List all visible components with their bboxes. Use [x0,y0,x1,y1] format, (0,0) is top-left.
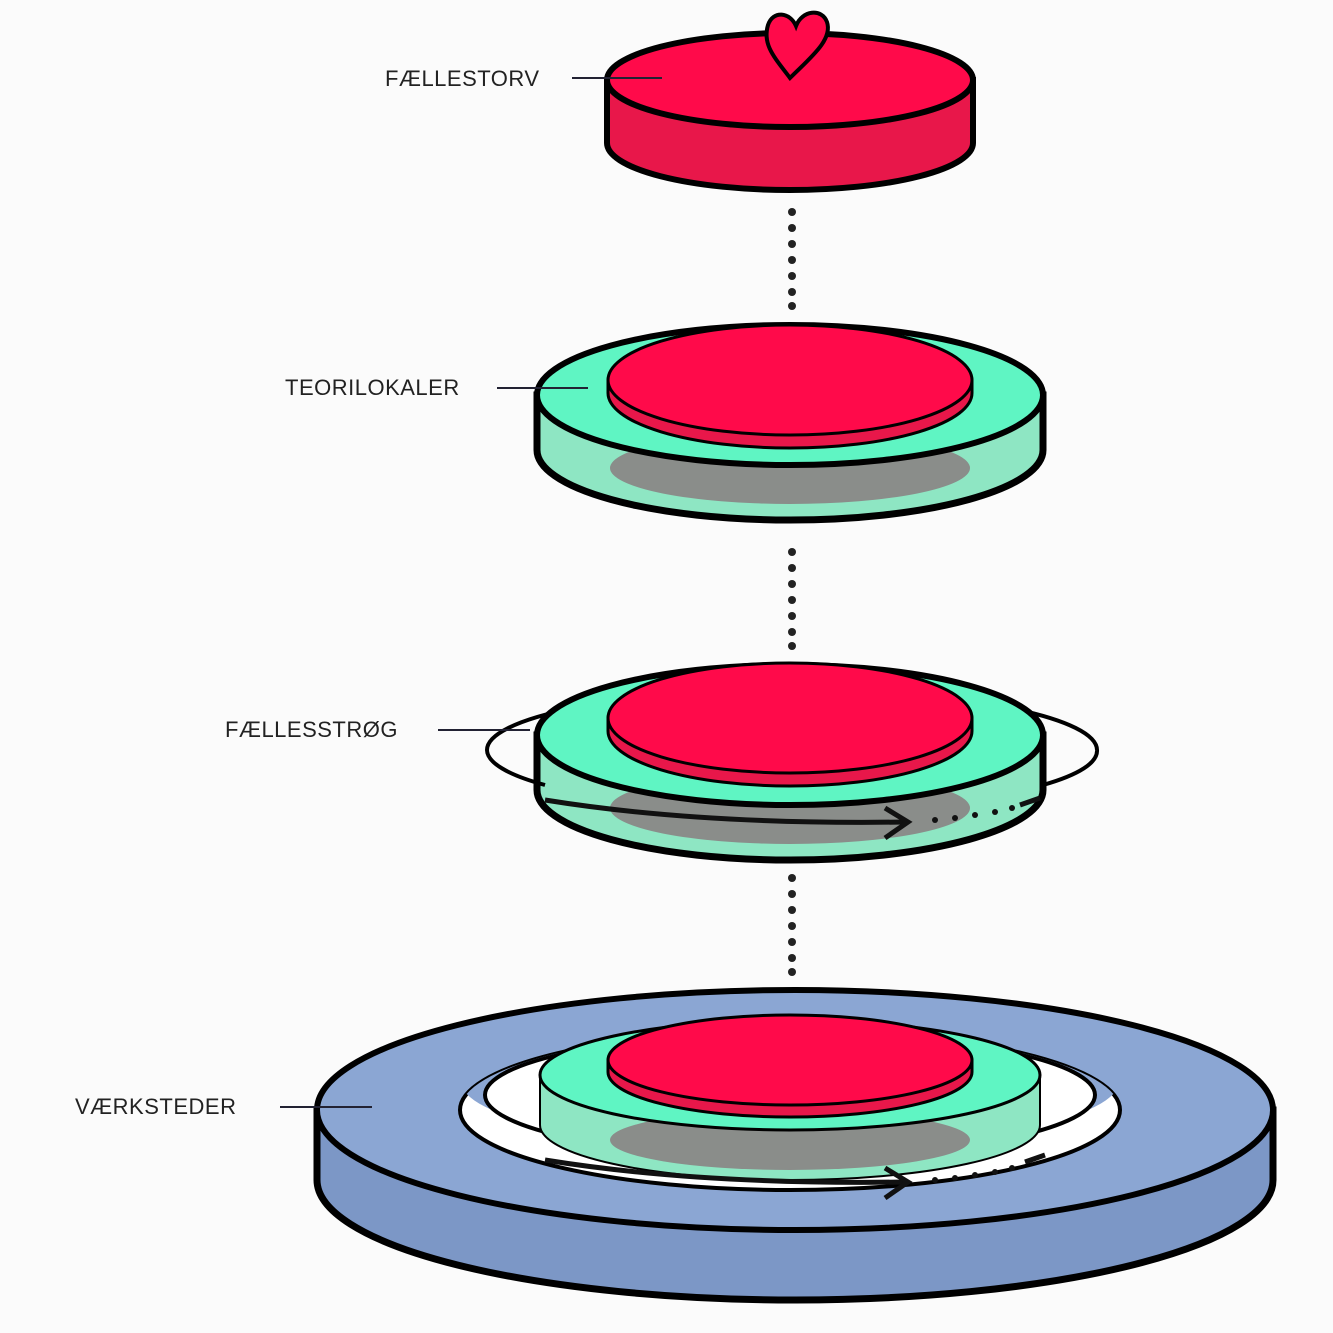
label-teorilokaler: TEORILOKALER [285,375,588,400]
heart-icon [764,10,830,82]
label-fallestorv: FÆLLESTORV [385,66,662,91]
label-vaerksteder: VÆRKSTEDER [75,1094,372,1119]
label-text: FÆLLESSTRØG [225,717,398,742]
dotted-connector [788,208,796,310]
label-text: FÆLLESTORV [385,66,540,91]
fallesstrog-disc [485,661,1100,864]
label-text: TEORILOKALER [285,375,460,400]
label-text: VÆRKSTEDER [75,1094,236,1119]
dotted-connector [788,548,796,650]
teorilokaler-disc [533,322,1047,524]
arrow-icon [544,1152,1046,1201]
label-fallesstrog: FÆLLESSTRØG [225,717,530,742]
dotted-connector [788,874,796,976]
arrow-icon [544,795,1041,841]
fallestorv-disc [604,10,976,193]
vaerksteder-disc [313,987,1277,1304]
